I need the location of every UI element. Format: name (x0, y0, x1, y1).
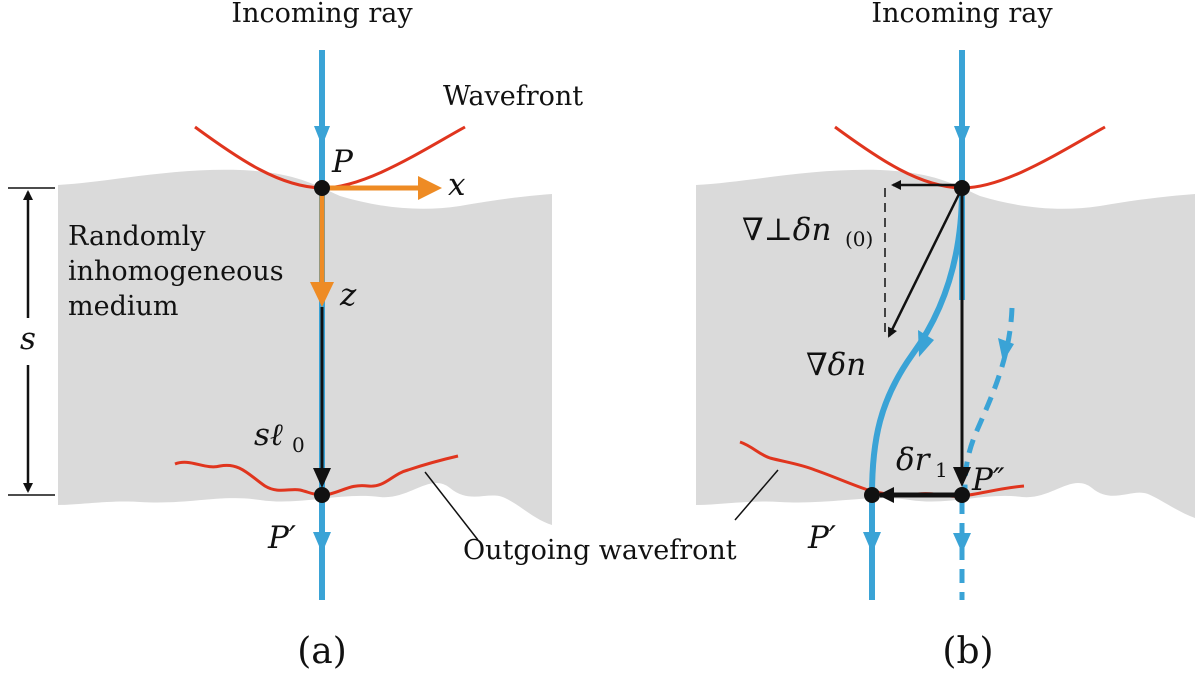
z-axis-label: z (339, 277, 357, 313)
inhomogeneous-medium-region (58, 169, 552, 525)
outgoing-wavefront-leader-b (734, 469, 779, 521)
point-p-double-prime-label: P″ (971, 462, 1005, 498)
path-vector-arrowhead (313, 468, 331, 488)
incoming-ray-label-a: Incoming ray (231, 0, 413, 29)
ray-arrowhead-top-b (954, 126, 970, 146)
bent-ray-arrowhead (918, 330, 934, 357)
outgoing-wavefront-leader (424, 471, 479, 541)
path-vector-subscript: 0 (292, 433, 305, 457)
z-axis-arrowhead (310, 282, 334, 307)
ray-arrowhead-top (314, 126, 330, 146)
point-p-dot-b (954, 180, 970, 196)
outgoing-wavefront-label: Outgoing wavefront (463, 535, 737, 566)
x-axis-label: x (448, 167, 466, 203)
grad-label: ∇δn (806, 347, 866, 383)
wavefront-label: Wavefront (443, 81, 583, 112)
path-vector-label: sℓ (254, 417, 283, 453)
caption-a: (a) (297, 631, 347, 672)
unperturbed-ray-arrowhead (953, 533, 971, 553)
ray-arrowhead-bottom (313, 532, 331, 553)
medium-label-line2: inhomogeneous (68, 256, 284, 287)
grad-perp-argument: (0) (845, 227, 873, 251)
displacement-label: δr (896, 442, 932, 478)
panel-a: Incoming ray Wavefront P x z Randomly in… (8, 0, 583, 672)
displacement-subscript: 1 (935, 458, 948, 482)
point-p-prime-label-a: P′ (267, 520, 296, 556)
straight-path-arrowhead (953, 467, 971, 487)
point-p-dot (314, 180, 330, 196)
grad-perp-label: ∇⊥δn (742, 212, 831, 248)
point-p-double-prime-dot (954, 487, 970, 503)
neighbour-ray-arrowhead (998, 338, 1014, 362)
point-p-prime-dot (314, 487, 330, 503)
point-p-prime-dot-b (864, 487, 880, 503)
point-p-prime-label-b: P′ (807, 520, 836, 556)
grad-arrow (887, 187, 964, 338)
medium-label-line1: Randomly (68, 221, 206, 252)
bent-ray-path (869, 189, 965, 600)
medium-label-line3: medium (68, 291, 179, 322)
bent-ray-arrowhead-bottom (863, 532, 881, 553)
caption-b: (b) (942, 631, 993, 672)
distance-label: s (20, 321, 36, 357)
panel-b: Incoming ray ∇⊥δn (0) ∇δn δr 1 P″ P′ (b) (696, 0, 1195, 672)
inhomogeneous-medium-region-b (696, 169, 1195, 518)
point-p-label: P (331, 144, 354, 180)
x-axis-arrowhead (418, 176, 442, 200)
incoming-ray-label-b: Incoming ray (871, 0, 1053, 29)
